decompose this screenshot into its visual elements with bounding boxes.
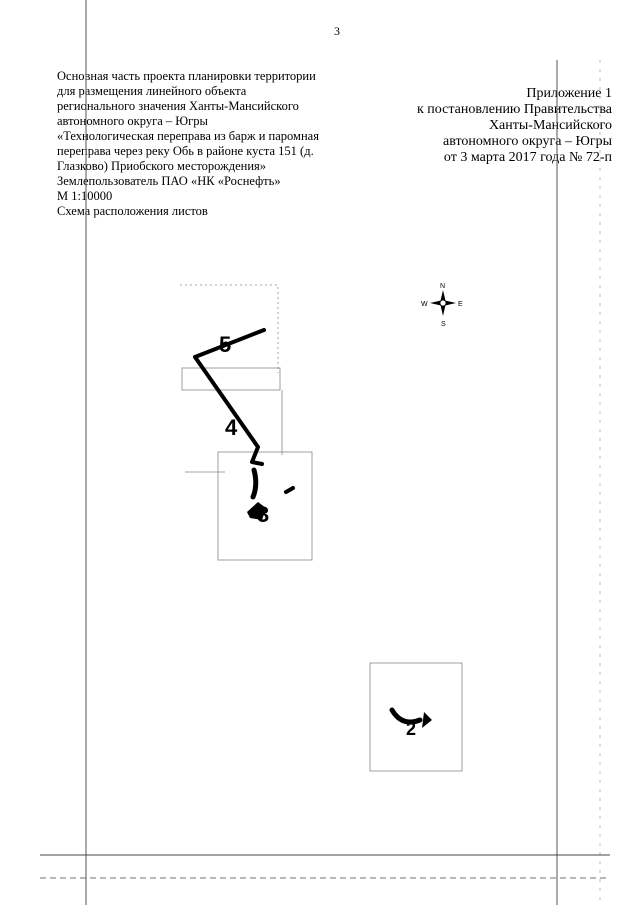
title-line: переправа через реку Обь в районе куста … — [57, 144, 314, 158]
appendix-block: Приложение 1 к постановлению Правительст… — [417, 86, 612, 166]
sheet-frame-4 — [181, 367, 281, 391]
route-site-2 — [389, 707, 423, 725]
sheet-frame-2 — [369, 662, 463, 772]
title-line: для размещения линейного объекта — [57, 84, 247, 98]
title-line: регионального значения Ханты-Мансийского — [57, 99, 299, 113]
appendix-line: автономного округа – Югры — [443, 134, 612, 149]
title-line: «Технологическая переправа из барж и пар… — [57, 129, 319, 143]
route-site-2-arrow — [422, 712, 432, 728]
scale-line: М 1:10000 — [57, 189, 113, 203]
title-line: автономного округа – Югры — [57, 114, 208, 128]
landowner-line: Землепользователь ПАО «НК «Роснефть» — [57, 174, 281, 188]
title-line: Основная часть проекта планировки террит… — [57, 69, 316, 83]
compass-w: W — [421, 301, 428, 308]
sheet-number-3: 3 — [257, 502, 269, 527]
sheet-frame-5 — [180, 284, 279, 373]
appendix-line: Приложение 1 — [526, 86, 612, 101]
sheet-number-2: 2 — [406, 719, 416, 739]
route-site-3 — [247, 502, 266, 520]
compass-s: S — [441, 321, 446, 328]
title-line: Глазково) Приобского месторождения» — [57, 159, 267, 173]
sheet-number-5: 5 — [219, 332, 231, 357]
compass-e: E — [458, 301, 463, 308]
compass-rose-icon: N S W E — [421, 283, 463, 328]
appendix-line: Ханты-Мансийского — [488, 118, 612, 133]
sheet-number-4: 4 — [225, 415, 238, 440]
compass-n: N — [440, 283, 445, 290]
route-line — [193, 328, 295, 500]
project-title-block: Основная часть проекта планировки террит… — [57, 69, 357, 219]
scheme-caption: Схема расположения листов — [57, 204, 208, 218]
sheet-frames — [180, 284, 463, 772]
appendix-line: от 3 марта 2017 года № 72-п — [443, 150, 612, 165]
appendix-line: к постановлению Правительства — [416, 102, 612, 117]
page-number: 3 — [334, 24, 340, 38]
sheet-frame-3 — [217, 451, 313, 561]
